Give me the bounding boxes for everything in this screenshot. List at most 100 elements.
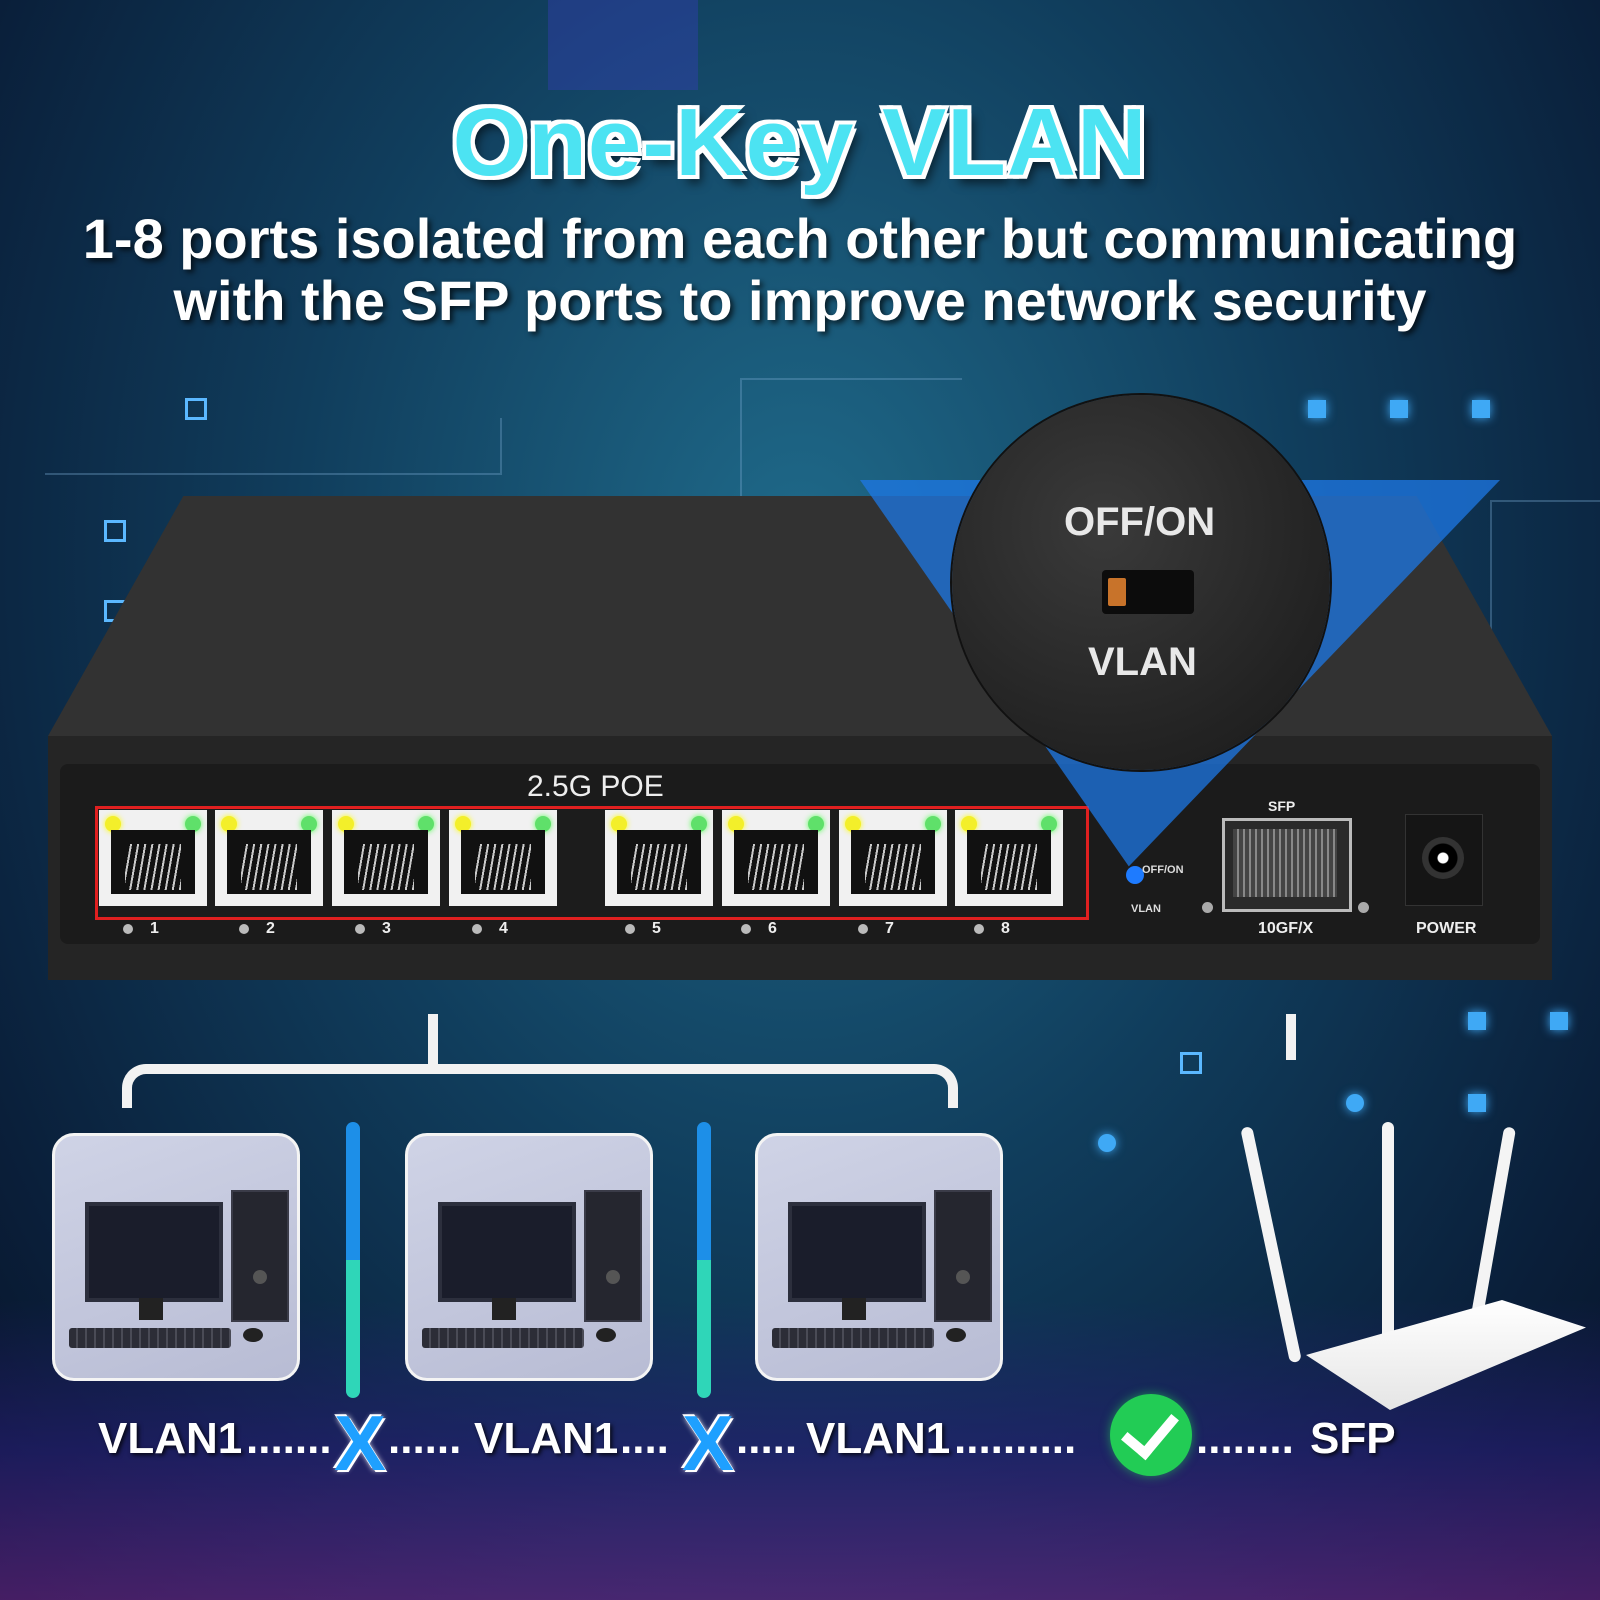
port-status-dot [239,924,249,934]
pc-card-1 [52,1133,300,1381]
background-dot [1098,1134,1116,1152]
monitor-stand [492,1298,516,1320]
keyboard-icon [422,1328,584,1348]
port-number: 3 [382,920,391,937]
link-led-icon [728,816,744,832]
monitor-icon [788,1202,926,1302]
ethernet-port-4[interactable] [449,810,557,906]
pc-tower-icon [934,1190,992,1322]
port-number: 8 [1001,920,1010,937]
keyboard-icon [772,1328,934,1348]
port-number: 1 [150,920,159,937]
port-number: 5 [652,920,661,937]
background-square [185,398,207,420]
rj45-jack-icon [734,830,818,894]
rj45-jack-icon [967,830,1051,894]
port-number: 7 [885,920,894,937]
activity-led-icon [691,816,707,832]
vlan-switch-indicator-icon [1126,866,1144,884]
sfp-port[interactable] [1222,818,1352,912]
sfp-connection-line [1286,1014,1296,1060]
vlan-switch-label: OFF/ON [1142,864,1184,876]
activity-led-icon [1041,816,1057,832]
vlan-label-2: VLAN1 [474,1414,619,1463]
sfp-speed-label: 10GF/X [1258,920,1314,937]
background-block [548,0,698,90]
port-number: 6 [768,920,777,937]
isolation-divider [697,1122,711,1398]
dotted-connector: ..... [736,1414,798,1463]
background-square [1468,1094,1486,1112]
dotted-connector: ....... [246,1414,332,1463]
rj45-jack-icon [851,830,935,894]
link-led-icon [611,816,627,832]
dotted-connector: .... [620,1414,669,1463]
sfp-label: SFP [1310,1414,1396,1463]
isolated-x-icon: X [334,1399,387,1487]
pc-card-2 [405,1133,653,1381]
ethernet-port-7[interactable] [839,810,947,906]
isolation-divider [346,1122,360,1398]
ethernet-port-3[interactable] [332,810,440,906]
pc-card-3 [755,1133,1003,1381]
monitor-icon [438,1202,576,1302]
vlan-label-1: VLAN1 [98,1414,243,1463]
port-number: 2 [266,920,275,937]
sfp-led-icon [1358,902,1369,913]
router-antenna [1382,1122,1394,1342]
mouse-icon [946,1328,966,1342]
dotted-connector: ........ [1196,1414,1294,1463]
background-square [104,520,126,542]
port-status-dot [472,924,482,934]
subtitle-line-1: 1-8 ports isolated from each other but c… [82,207,1518,270]
page-subtitle: 1-8 ports isolated from each other but c… [0,208,1600,332]
port-status-dot [123,924,133,934]
ethernet-port-5[interactable] [605,810,713,906]
keyboard-icon [69,1328,231,1348]
dotted-connector: .......... [954,1414,1077,1463]
link-led-icon [338,816,354,832]
subtitle-line-2: with the SFP ports to improve network se… [173,269,1427,332]
sfp-port-label: SFP [1268,798,1296,814]
monitor-icon [85,1202,223,1302]
pc-group-bracket [122,1064,958,1108]
port-status-dot [741,924,751,934]
rj45-jack-icon [344,830,428,894]
background-dot [1346,1094,1364,1112]
mouse-icon [596,1328,616,1342]
background-square [1390,400,1408,418]
activity-led-icon [301,816,317,832]
port-status-dot [858,924,868,934]
vlan-switch-sub-label: VLAN [1131,903,1161,915]
ethernet-port-8[interactable] [955,810,1063,906]
ethernet-port-2[interactable] [215,810,323,906]
sfp-led-icon [1202,902,1213,913]
isolated-x-icon: X [682,1399,735,1487]
vlan-toggle-switch-enlarged[interactable] [1102,570,1194,614]
ethernet-port-1[interactable] [99,810,207,906]
background-square [1472,400,1490,418]
power-jack[interactable] [1405,814,1483,906]
activity-led-icon [808,816,824,832]
zoom-off-on-label: OFF/ON [1064,500,1216,544]
pc-tower-icon [584,1190,642,1322]
pc-tower-icon [231,1190,289,1322]
ethernet-port-6[interactable] [722,810,830,906]
link-led-icon [961,816,977,832]
port-status-dot [974,924,984,934]
background-line [45,418,502,475]
port-status-dot [625,924,635,934]
connection-line [428,1014,438,1066]
activity-led-icon [185,816,201,832]
connected-check-icon [1110,1394,1192,1476]
background-square [1550,1012,1568,1030]
vlan-label-3: VLAN1 [806,1414,951,1463]
mouse-icon [243,1328,263,1342]
power-label: POWER [1416,920,1477,937]
activity-led-icon [925,816,941,832]
link-led-icon [845,816,861,832]
link-led-icon [105,816,121,832]
port-status-dot [355,924,365,934]
activity-led-icon [418,816,434,832]
background-line [1490,500,1600,652]
